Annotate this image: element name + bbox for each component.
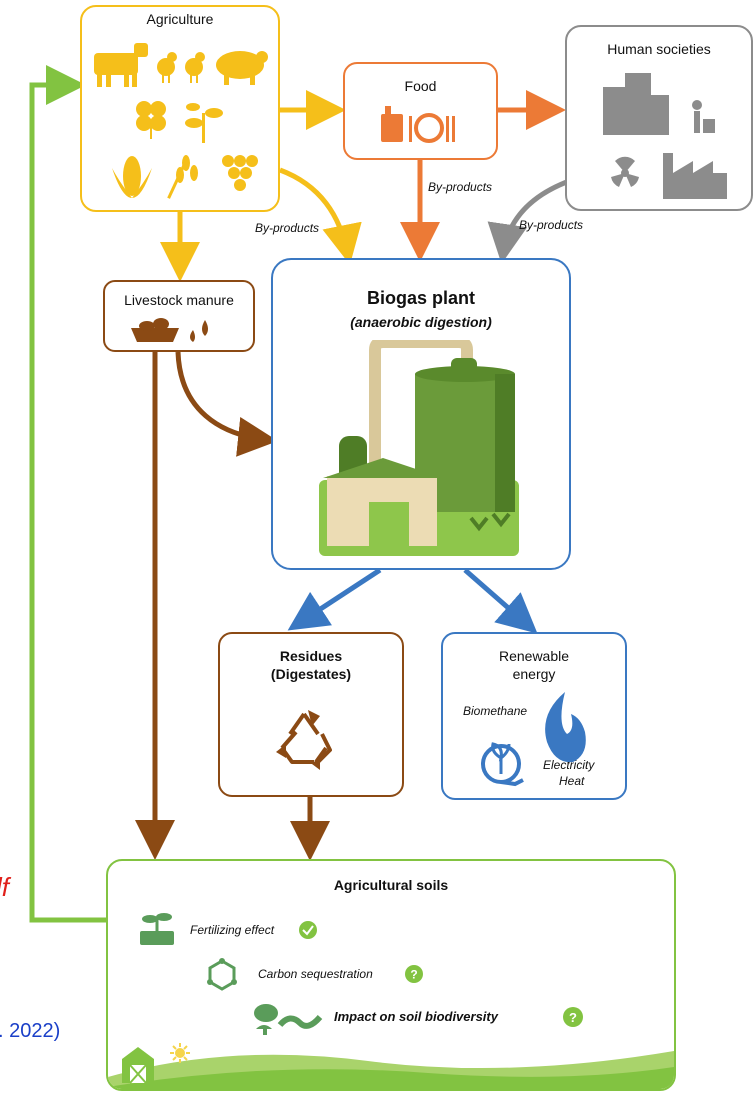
barn-icon — [122, 1047, 154, 1084]
sprout-icon — [140, 913, 174, 945]
food-icons — [381, 106, 455, 143]
agricultural-soils-box: Agricultural soils Fertilizing effect Ca… — [106, 859, 676, 1091]
plug-leaf-icon — [481, 742, 524, 787]
droplets-icon — [190, 320, 208, 342]
overlay-fragment-red: lf — [0, 872, 9, 902]
livestock-manure-title: Livestock manure — [124, 292, 234, 308]
svg-text:?: ? — [410, 968, 417, 982]
biogas-plant-illustration — [319, 340, 519, 556]
food-title: Food — [404, 78, 437, 94]
arrow-soils-to-agriculture — [29, 65, 106, 923]
renewable-energy-title-1: Renewable — [498, 648, 570, 664]
arrow-biogas-to-residues — [287, 567, 382, 631]
agriculture-icons — [94, 43, 268, 199]
cow-icon — [94, 43, 148, 87]
biomethane-label: Biomethane — [463, 704, 528, 718]
energy-icons — [481, 692, 586, 787]
electricity-label: Electricity — [543, 758, 595, 772]
arrow-human-to-biogas — [487, 177, 573, 264]
chicken-icon — [157, 52, 177, 83]
byproducts-label-agri: By-products — [255, 221, 320, 235]
building-door — [369, 502, 409, 546]
human-societies-title: Human societies — [607, 41, 711, 57]
question-icon: ? — [405, 965, 423, 983]
manure-icons — [131, 318, 208, 342]
plate-icon — [409, 113, 455, 143]
seedling-icon — [185, 103, 223, 143]
flame-icon — [545, 692, 586, 763]
flower-icon — [136, 101, 166, 139]
carbon-molecule-icon — [207, 958, 237, 991]
human-societies-box: Human societies — [565, 25, 753, 211]
corn-icon — [112, 156, 152, 198]
soil-organisms-icon — [254, 1004, 323, 1035]
grapes-icon — [222, 155, 258, 191]
biogas-plant-subtitle: (anaerobic digestion) — [350, 314, 492, 330]
dome — [451, 358, 477, 376]
landscape-illustration — [108, 1043, 674, 1089]
byproducts-label-food: By-products — [428, 180, 493, 194]
human-icons — [603, 73, 727, 199]
svg-text:?: ? — [569, 1010, 577, 1025]
check-icon — [299, 921, 317, 939]
agriculture-title: Agriculture — [146, 11, 214, 27]
pig-icon — [216, 51, 268, 85]
wheat-icon — [167, 155, 198, 199]
residues-box: Residues (Digestates) — [218, 632, 404, 797]
soil-item-carbon: Carbon sequestration — [258, 967, 373, 981]
agricultural-soils-title: Agricultural soils — [333, 877, 449, 893]
overlay-fragment-blue: . 2022) — [0, 1020, 61, 1042]
renewable-energy-title-2: energy — [512, 666, 556, 682]
residues-subtitle: (Digestates) — [270, 666, 352, 682]
question-icon: ? — [563, 1007, 583, 1027]
gas-pipe — [369, 340, 473, 522]
biogas-plant-title: Biogas plant — [366, 288, 475, 308]
biogas-plant-box: Biogas plant (anaerobic digestion) — [271, 258, 571, 570]
food-box: Food — [343, 62, 498, 160]
grocery-bag-icon — [381, 106, 403, 142]
chicken-icon — [185, 52, 205, 83]
soil-item-biodiversity: Impact on soil biodiversity — [334, 1009, 498, 1024]
manure-pile-icon — [131, 318, 179, 342]
arrow-agri-to-biogas — [279, 167, 362, 265]
byproducts-label-human: By-products — [519, 218, 584, 232]
soil-item-fertilizing: Fertilizing effect — [190, 923, 275, 937]
heat-label: Heat — [559, 774, 585, 788]
sun-icon — [170, 1043, 190, 1063]
recycling-person-icon — [692, 100, 715, 133]
recycle-icon — [276, 710, 332, 770]
arrow-manure-to-biogas — [175, 351, 278, 457]
radiation-icon — [611, 156, 639, 187]
arrow-biogas-to-energy — [463, 568, 538, 634]
renewable-energy-box: Renewable energy Biomethane Electricity … — [441, 632, 627, 800]
agriculture-box: Agriculture — [80, 5, 280, 212]
livestock-manure-box: Livestock manure — [103, 280, 255, 352]
buildings-icon — [603, 73, 669, 135]
factory-icon — [663, 153, 727, 199]
residues-title: Residues — [279, 648, 343, 664]
